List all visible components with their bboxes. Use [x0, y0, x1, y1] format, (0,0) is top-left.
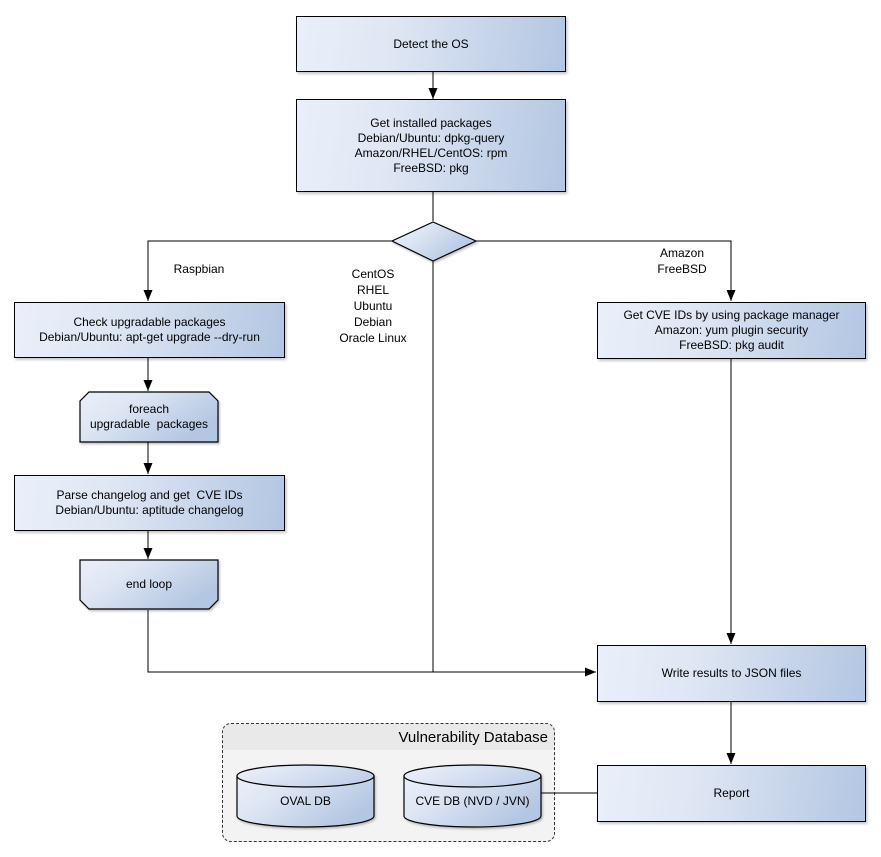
- node-check-upgradable-packages: Check upgradable packages Debian/Ubuntu:…: [14, 302, 285, 358]
- connector-edges: [143, 72, 736, 794]
- node-detect-os-label: Detect the OS: [393, 36, 469, 51]
- edge-decision-to-getcveids: [476, 240, 736, 301]
- branch-label-os-list: CentOS RHEL Ubuntu Debian Oracle Linux: [339, 267, 407, 345]
- node-get-installed-packages: Get installed packages Debian/Ubuntu: dp…: [296, 99, 566, 192]
- edge-endloop-to-writeresults: [147, 610, 596, 677]
- node-write-results-label: Write results to JSON files: [661, 666, 802, 680]
- node-detect-os: Detect the OS: [296, 16, 566, 72]
- vulnerability-database-title: Vulnerability Database: [398, 728, 548, 746]
- node-report: Report: [597, 765, 866, 822]
- special-shapes: [79, 221, 542, 828]
- edge-decision-to-checkupgradable: [143, 240, 392, 301]
- node-check-upgradable-packages-label: Check upgradable packages Debian/Ubuntu:…: [39, 315, 260, 344]
- end-loop-shape: [79, 559, 219, 610]
- branch-label-amazon-freebsd: Amazon FreeBSD: [657, 246, 707, 276]
- node-get-cve-ids-label: Get CVE IDs by using package manager Ama…: [623, 308, 840, 352]
- node-parse-changelog: Parse changelog and get CVE IDs Debian/U…: [14, 475, 285, 531]
- oval-db-cylinder: [236, 776, 375, 828]
- branch-label-raspbian: Raspbian: [173, 262, 225, 276]
- node-report-label: Report: [713, 786, 750, 800]
- node-write-results: Write results to JSON files: [597, 645, 866, 702]
- foreach-loop-start-shape: [79, 391, 219, 443]
- node-parse-changelog-label: Parse changelog and get CVE IDs Debian/U…: [55, 488, 244, 517]
- os-decision-diamond: [390, 221, 478, 262]
- node-get-cve-ids: Get CVE IDs by using package manager Ama…: [597, 302, 866, 359]
- vulnerability-database-header: Vulnerability Database: [223, 724, 554, 750]
- oval-db-cylinder-lid: [236, 764, 375, 788]
- cve-db-cylinder: [403, 776, 542, 828]
- node-get-installed-packages-label: Get installed packages Debian/Ubuntu: dp…: [354, 115, 508, 175]
- cve-db-cylinder-lid: [403, 764, 542, 788]
